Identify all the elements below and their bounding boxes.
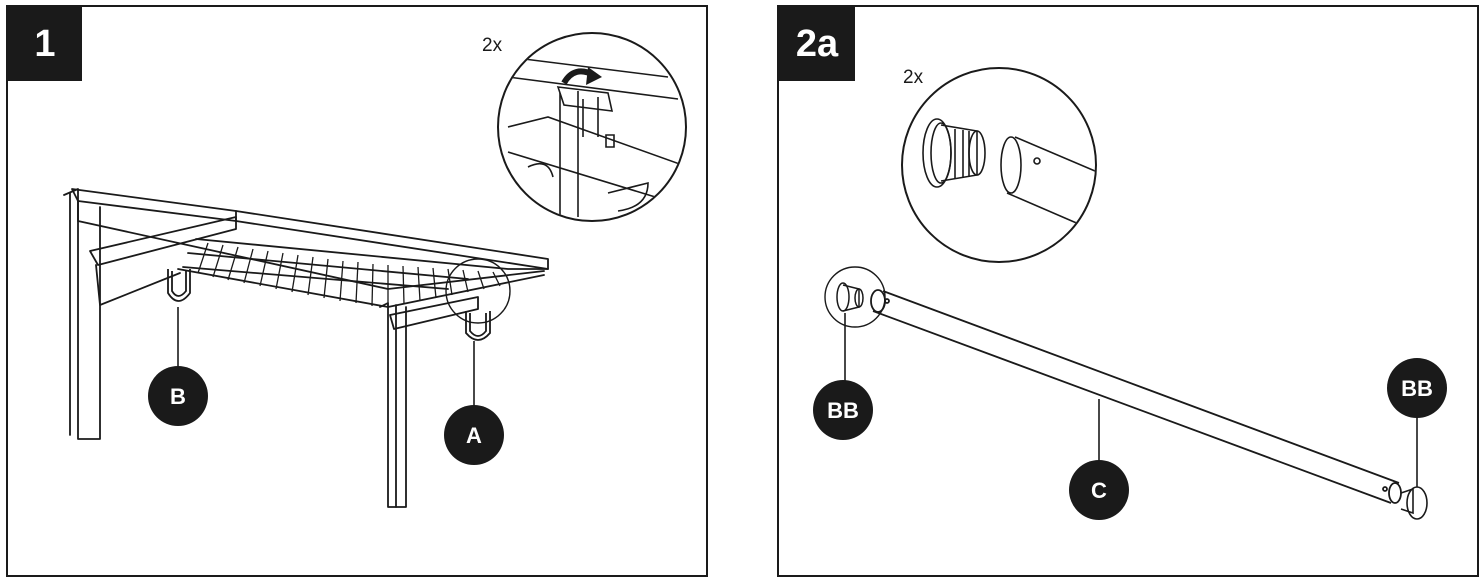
step-number: 2a <box>795 22 839 65</box>
detail-quantity-label: 2x <box>482 35 503 56</box>
detail-zoom-view <box>497 32 687 222</box>
rod-c <box>870 289 1402 504</box>
callout-bb-right: BB <box>1387 358 1447 418</box>
back-rail <box>71 188 549 270</box>
callout-bb-left: BB <box>813 380 873 440</box>
step-2a-panel: 2a 2x <box>777 5 1479 577</box>
callout-a: A <box>444 405 504 465</box>
step-number-badge: 2a <box>779 7 855 81</box>
shelf-wire-grid <box>197 242 501 307</box>
end-cap-small <box>836 282 864 312</box>
detail-quantity-label: 2x <box>903 67 924 88</box>
callout-c-label: C <box>1091 478 1107 503</box>
callout-b: B <box>148 366 208 426</box>
hook-b <box>167 269 191 302</box>
step-number-badge: 1 <box>8 7 82 81</box>
step-number: 1 <box>34 22 56 65</box>
detail-marker-circle <box>445 258 511 324</box>
rod-assembly-illustration: 2x <box>813 67 1447 520</box>
callout-b-label: B <box>170 384 186 409</box>
callout-bb-left-label: BB <box>827 398 859 423</box>
rod-end <box>1000 136 1022 194</box>
callout-bb-right-label: BB <box>1401 376 1433 401</box>
step-1-panel: 1 <box>6 5 708 577</box>
right-bracket-rail <box>389 296 479 330</box>
left-bracket-rail <box>89 216 237 266</box>
detail-zoom-view <box>901 67 1097 263</box>
right-upright <box>379 302 407 508</box>
callout-c: C <box>1069 460 1129 520</box>
shelf-assembly-illustration: 2x B A <box>63 32 687 508</box>
hook-a <box>465 311 491 341</box>
callout-a-label: A <box>466 423 482 448</box>
end-cap-right <box>1400 486 1428 520</box>
